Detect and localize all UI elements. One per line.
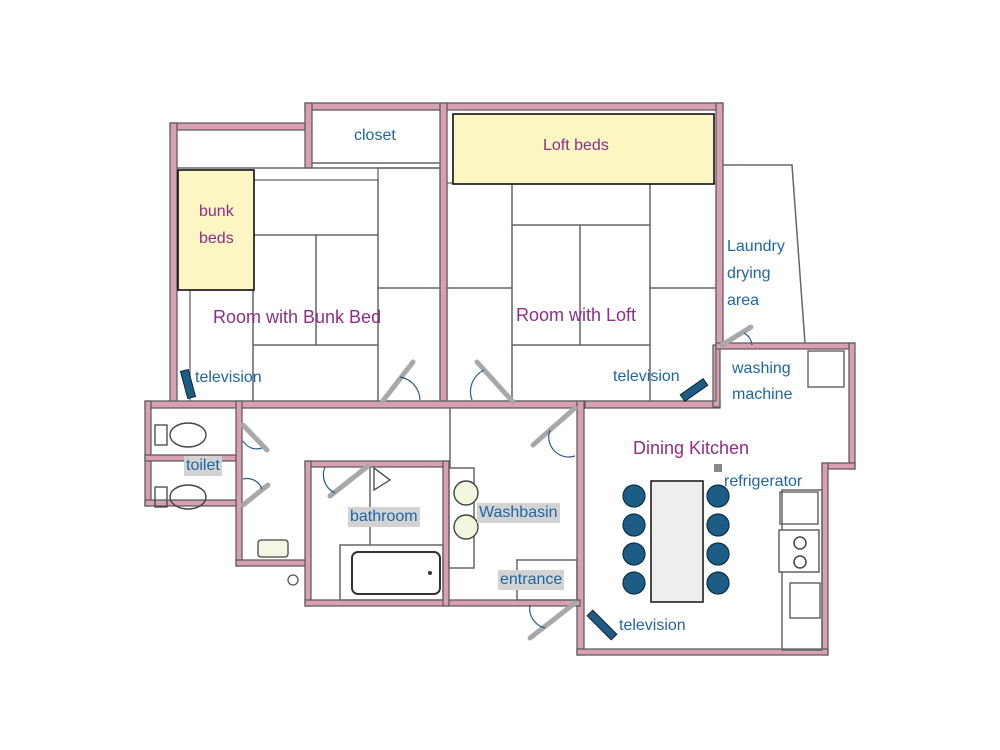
room-loft-label: Room with Loft [516,305,637,325]
closet-label: closet [354,127,396,144]
loft-beds [452,113,715,185]
dining-chairs [622,484,730,595]
refrigerator-label: refrigerator [724,473,803,490]
room-bunk-bed-label: Room with Bunk Bed [213,307,382,327]
television-icon [679,377,709,403]
inner-lines [154,162,845,651]
toilet-label: toilet [184,456,222,476]
television-icon [586,609,618,641]
dining-kitchen-label: Dining Kitchen [633,438,750,458]
bathroom-label: bathroom [348,507,420,527]
laundry-drying-area-label: Laundry drying area [727,238,785,309]
tatami-loft-room [446,182,717,402]
doors [240,324,754,641]
bunk-beds [177,169,255,291]
television-label-kitchen: television [619,617,686,634]
television-icon [179,368,197,400]
dining-table [650,480,704,603]
loft-beds-label: Loft beds [543,137,609,154]
television-label-bunk-room: television [195,369,262,386]
washing-machine-label: washing machine [732,360,793,403]
bunk-beds-label: bunk beds [199,203,234,247]
television-label-loft-room: television [613,368,680,385]
washbasin-label: Washbasin [477,503,560,523]
entrance-label: entrance [498,570,565,590]
